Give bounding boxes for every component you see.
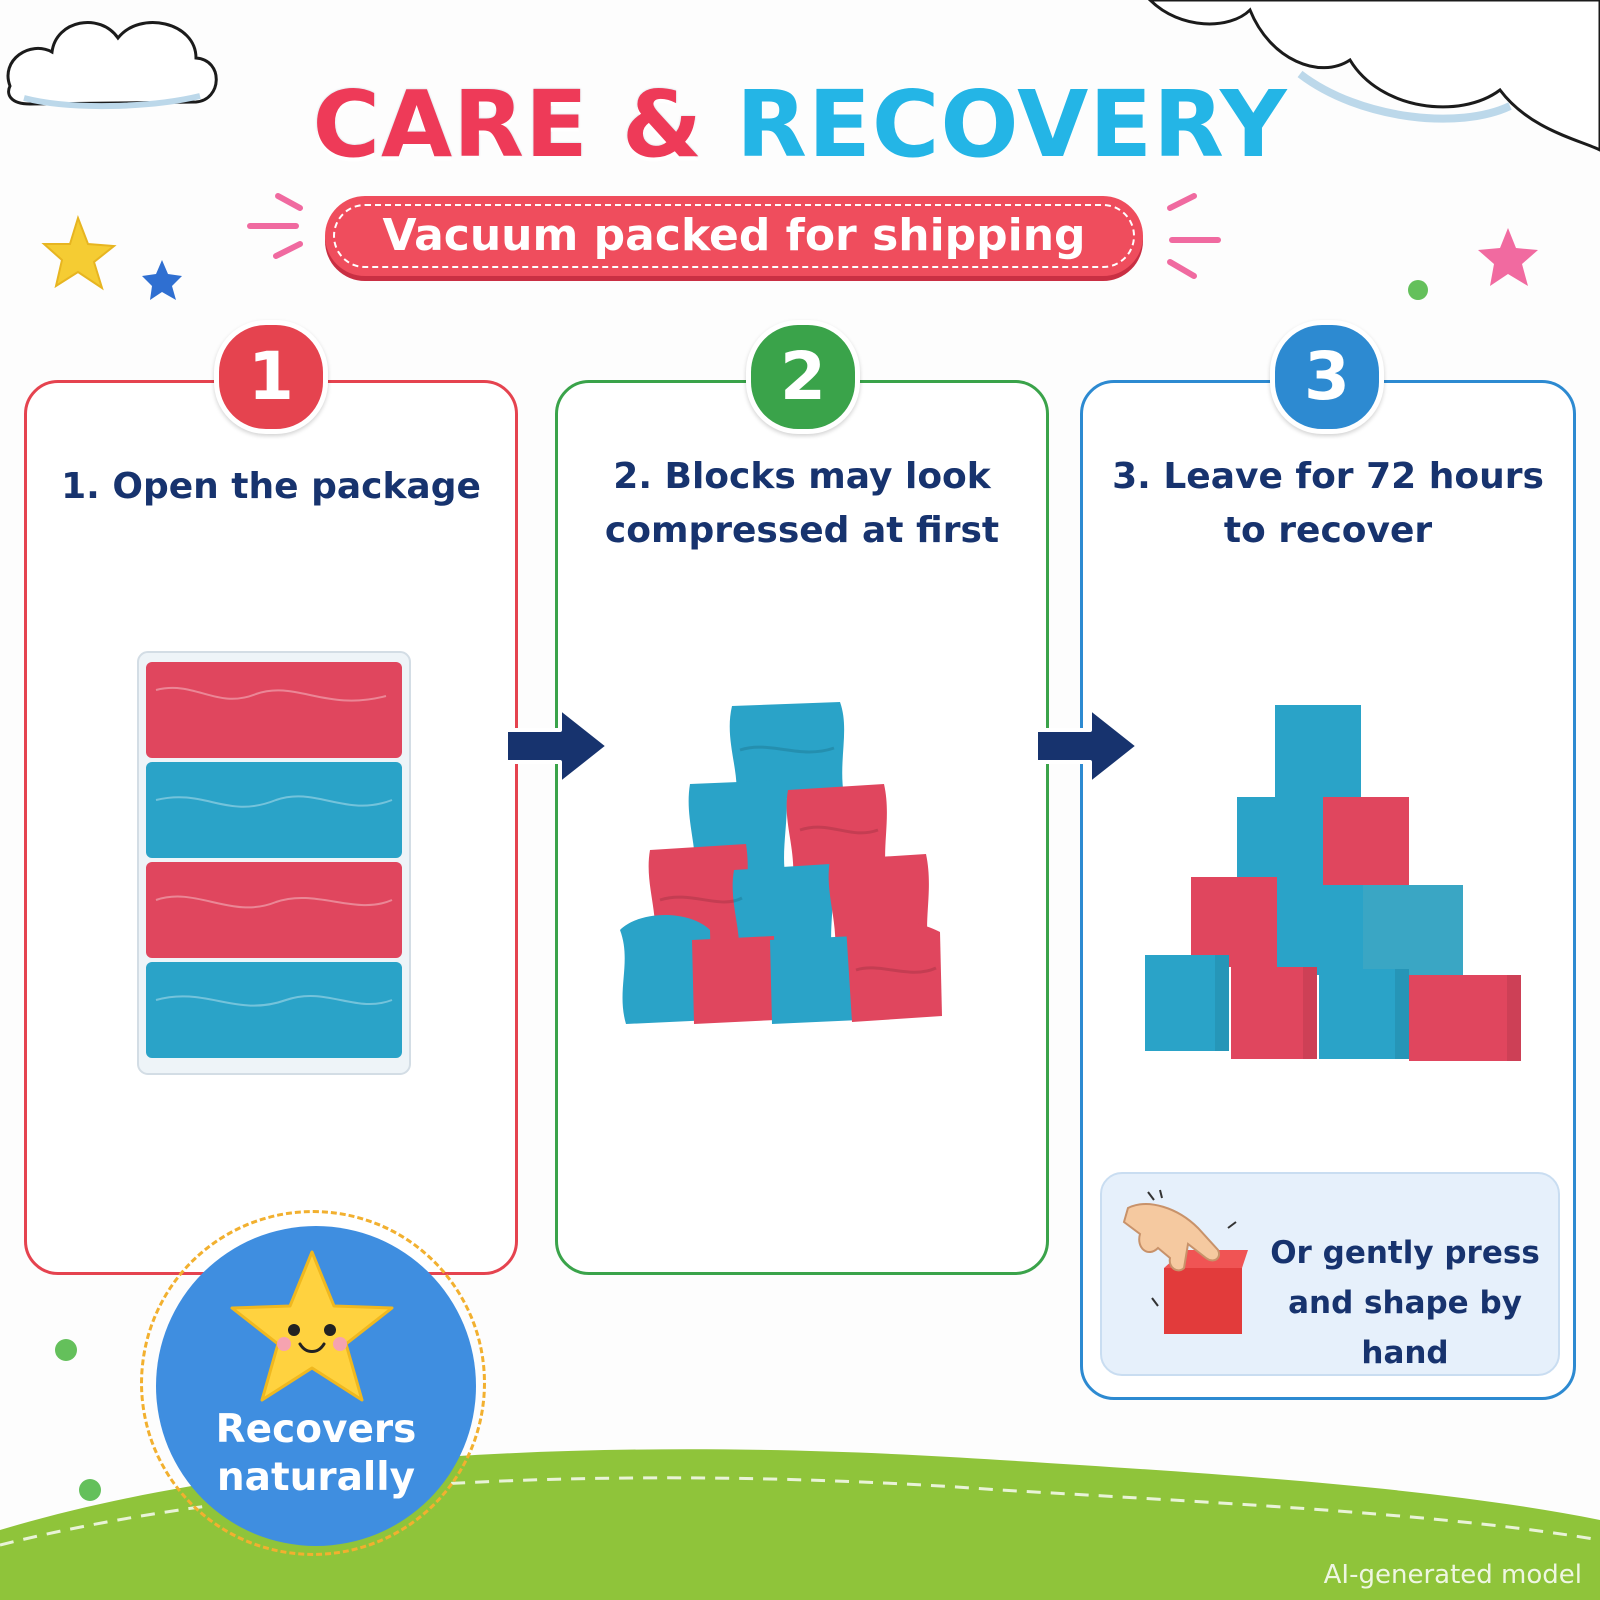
green-dot-icon [55, 1339, 77, 1361]
subtitle-banner: Vacuum packed for shipping [325, 196, 1143, 276]
tip-line2: and shape by hand [1288, 1285, 1522, 1371]
step-number-badge-2: 2 [746, 320, 860, 434]
green-dot-icon [79, 1479, 101, 1501]
watermark: AI-generated model [1323, 1560, 1582, 1590]
subtitle-text: Vacuum packed for shipping [382, 210, 1086, 261]
vacuum-pack-image [137, 651, 411, 1075]
compressed-blocks-image [620, 702, 942, 1024]
badge-line1: Recovers [215, 1407, 417, 1452]
tip-text: Or gently press and shape by hand [1255, 1228, 1555, 1378]
sparkle-lines-right-icon [1167, 193, 1221, 279]
step-label-3-line1: 3. Leave for 72 hours [1112, 456, 1544, 497]
cloud-right-icon [1147, 0, 1600, 152]
sparkle-lines-left-icon [247, 193, 303, 259]
title-part-care: CARE & [312, 71, 704, 178]
tip-line1: Or gently press [1270, 1235, 1540, 1271]
badge-text: Recovers naturally [170, 1406, 462, 1502]
arrow-right-icon [504, 706, 610, 786]
arrow-right-icon [1034, 706, 1140, 786]
step-number-badge-3: 3 [1270, 320, 1384, 434]
step-label-1-line1: 1. Open the package [61, 466, 481, 507]
smiling-star-icon [230, 1250, 394, 1402]
cloud-left-icon [6, 21, 218, 110]
step-label-3: 3. Leave for 72 hours to recover [1092, 450, 1564, 558]
step-label-2: 2. Blocks may look compressed at first [566, 450, 1038, 558]
hand-press-icon [1122, 1189, 1248, 1334]
step-label-2-line1: 2. Blocks may look [613, 456, 991, 497]
step-label-3-line2: to recover [1223, 510, 1433, 551]
badge-line2: naturally [216, 1455, 416, 1500]
recovered-blocks-image [1145, 705, 1521, 1061]
step-label-1: 1. Open the package [40, 460, 502, 514]
blue-star-icon [142, 260, 182, 300]
step-label-2-line2: compressed at first [604, 510, 1000, 551]
green-dot-icon [1408, 280, 1428, 300]
pink-star-icon [1478, 228, 1538, 286]
badge-ring [140, 1210, 486, 1556]
page-title: CARE & RECOVERY [0, 70, 1600, 180]
title-part-recovery: RECOVERY [736, 71, 1288, 178]
tip-box [1100, 1172, 1560, 1376]
yellow-star-icon [41, 214, 117, 291]
step-number-badge-1: 1 [214, 320, 328, 434]
